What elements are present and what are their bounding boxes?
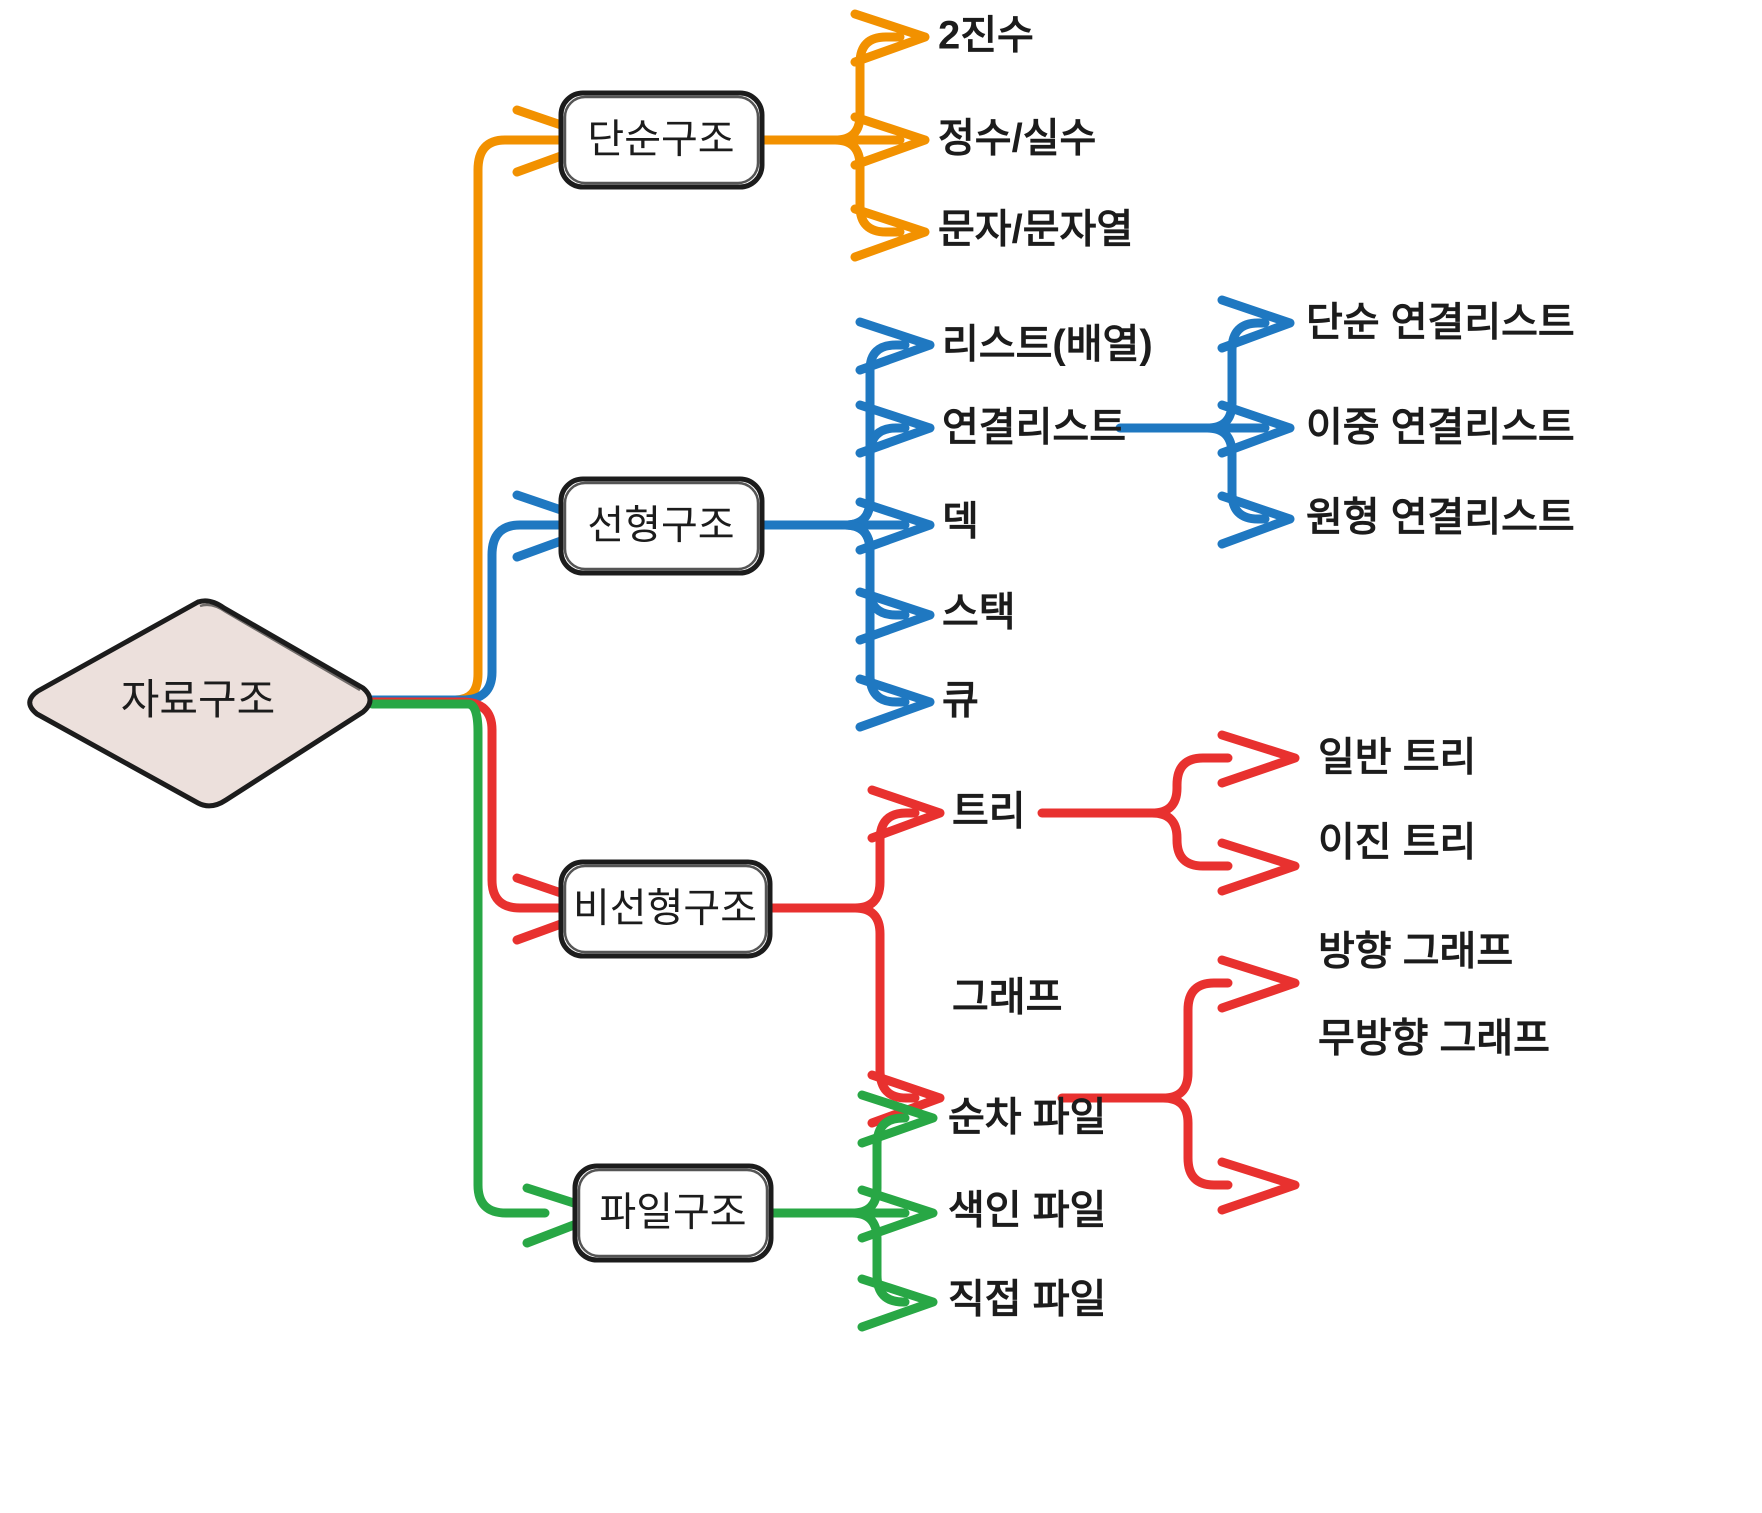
leaf-label-graph[interactable]: 그래프 [952, 976, 1062, 1020]
file-node-label: 파일구조 [599, 1191, 746, 1235]
leaf-label-directed-graph[interactable]: 방향 그래프 [1318, 930, 1513, 974]
arrow-circular-linkedlist [1217, 491, 1295, 549]
file-node-box-sketch [577, 1168, 769, 1258]
leaf-label-number[interactable]: 정수/실수 [938, 117, 1096, 161]
leaf-label-single-linkedlist[interactable]: 단순 연결리스트 [1306, 301, 1575, 345]
leaf-label-binary-tree[interactable]: 이진 트리 [1318, 821, 1476, 865]
branch-node-file[interactable]: 파일구조 [572, 1163, 774, 1263]
leaf-label-list-array[interactable]: 리스트(배열) [942, 323, 1153, 367]
nonlinear-node-label: 비선형구조 [573, 887, 757, 931]
arrow-linkedlist [855, 400, 935, 458]
arrow-list [855, 317, 935, 375]
arrow-tree [867, 785, 945, 843]
leaf-label-binary[interactable]: 2진수 [938, 14, 1034, 58]
edge-tree-to-binary [1147, 808, 1233, 871]
edge-linear-to-queue [840, 520, 910, 707]
leaf-label-general-tree[interactable]: 일반 트리 [1318, 736, 1476, 780]
edges-linear-branch [367, 295, 1295, 732]
edge-tree-to-general [1147, 753, 1233, 818]
arrow-direct-file [857, 1274, 938, 1332]
leaf-label-circular-linkedlist[interactable]: 원형 연결리스트 [1306, 496, 1575, 540]
edge-nonlinear-to-tree [850, 808, 920, 913]
branch-node-linear[interactable]: 선형구조 [558, 476, 765, 576]
nonlinear-node-box-sketch [563, 864, 768, 954]
leaf-label-double-linkedlist[interactable]: 이중 연결리스트 [1306, 406, 1575, 450]
arrow-general-tree [1217, 730, 1300, 788]
arrow-number [850, 112, 930, 170]
edge-linkedlist-to-circular [1202, 423, 1270, 524]
edge-root-to-simple [367, 135, 565, 705]
edge-nonlinear-to-graph [850, 903, 920, 1103]
edge-root-to-linear [367, 520, 565, 705]
edge-root-to-nonlinear [367, 697, 565, 913]
arrow-undirected-graph [1217, 1157, 1300, 1215]
leaf-label-undirected-graph[interactable]: 무방향 그래프 [1318, 1017, 1550, 1061]
root-label: 자료구조 [121, 676, 276, 723]
leaf-label-indexed-file[interactable]: 색인 파일 [948, 1189, 1106, 1233]
arrow-queue [855, 674, 935, 732]
root-diamond-sketch-overlay [199, 603, 361, 692]
simple-node-label: 단순구조 [587, 118, 734, 162]
linear-node-box-sketch [563, 481, 760, 571]
leaf-label-deque[interactable]: 덱 [942, 500, 979, 544]
edges-nonlinear-branch [367, 697, 1300, 1215]
root-node[interactable]: 자료구조 [27, 598, 373, 809]
leaf-label-stack[interactable]: 스택 [942, 591, 1016, 635]
arrow-binary [850, 9, 930, 67]
simple-node-box-sketch [563, 95, 760, 185]
arrow-binary-tree [1217, 838, 1300, 896]
arrow-sequential-file [857, 1090, 938, 1148]
arrow-single-linkedlist [1217, 295, 1295, 353]
leaf-label-direct-file[interactable]: 직접 파일 [948, 1278, 1106, 1322]
branch-node-nonlinear[interactable]: 비선형구조 [558, 859, 773, 959]
edge-graph-to-directed [1158, 978, 1233, 1103]
root-diamond-shape [27, 598, 373, 809]
arrow-char [850, 204, 930, 262]
linear-node-box [558, 476, 765, 576]
leaf-label-tree[interactable]: 트리 [952, 790, 1026, 834]
leaf-label-queue[interactable]: 큐 [942, 679, 979, 723]
edge-graph-to-undirected [1158, 1093, 1233, 1190]
leaf-label-sequential-file[interactable]: 순차 파일 [948, 1096, 1106, 1140]
arrow-directed-graph [1217, 955, 1300, 1013]
edges-file-branch [367, 699, 938, 1332]
leaf-label-linkedlist[interactable]: 연결리스트 [942, 406, 1126, 450]
nonlinear-node-box [558, 859, 773, 959]
branch-node-simple[interactable]: 단순구조 [558, 90, 765, 190]
linear-node-label: 선형구조 [587, 504, 734, 548]
simple-node-box [558, 90, 765, 190]
edge-root-to-file [367, 699, 550, 1218]
edge-file-to-direct [847, 1208, 910, 1307]
file-node-box [572, 1163, 774, 1263]
leaf-label-char[interactable]: 문자/문자열 [938, 208, 1133, 252]
